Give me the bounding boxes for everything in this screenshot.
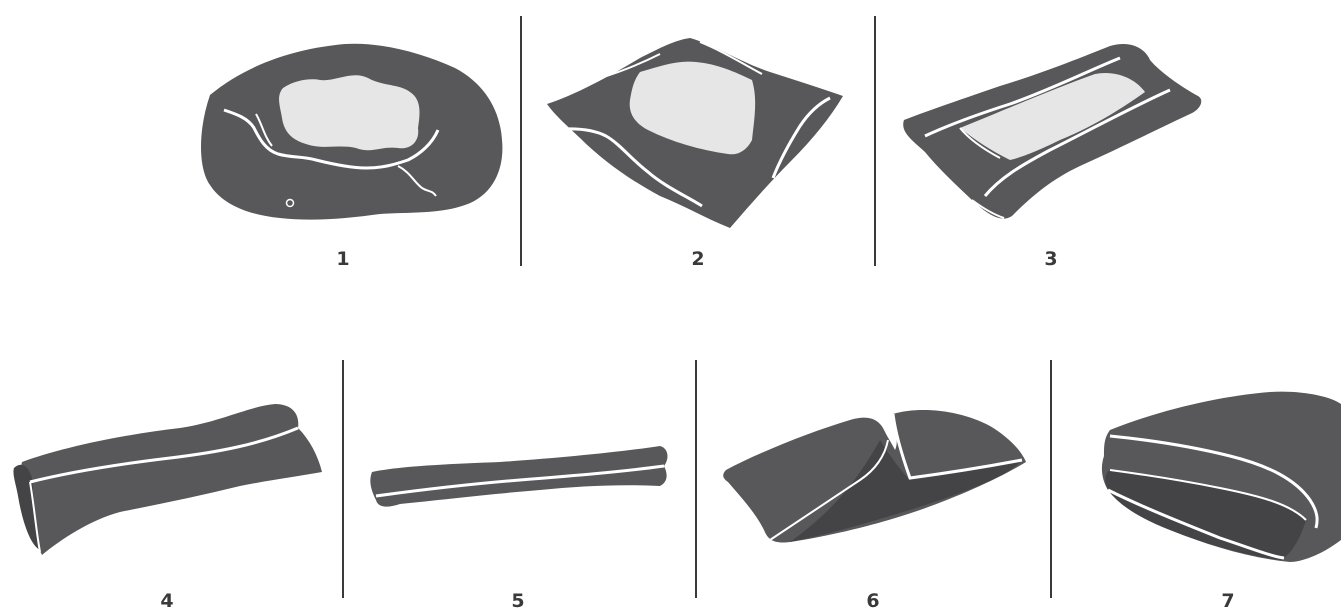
step-number-5: 5 [511, 592, 524, 611]
step-number-4: 4 [160, 592, 173, 611]
folded-over-blanket-icon [723, 410, 1026, 543]
half-folded-blanket-icon [13, 404, 322, 555]
stacked-folded-blanket-icon [1102, 392, 1341, 562]
step-number-7: 7 [1221, 592, 1234, 611]
step-number-2: 2 [691, 250, 704, 269]
step-number-1: 1 [336, 250, 349, 269]
step-number-6: 6 [866, 592, 879, 611]
step-number-3: 3 [1044, 250, 1057, 269]
bunched-blanket-icon [201, 44, 502, 220]
flattened-roll-icon [370, 446, 667, 507]
squared-blanket-icon [547, 38, 843, 228]
rolled-edges-blanket-icon [903, 44, 1201, 219]
